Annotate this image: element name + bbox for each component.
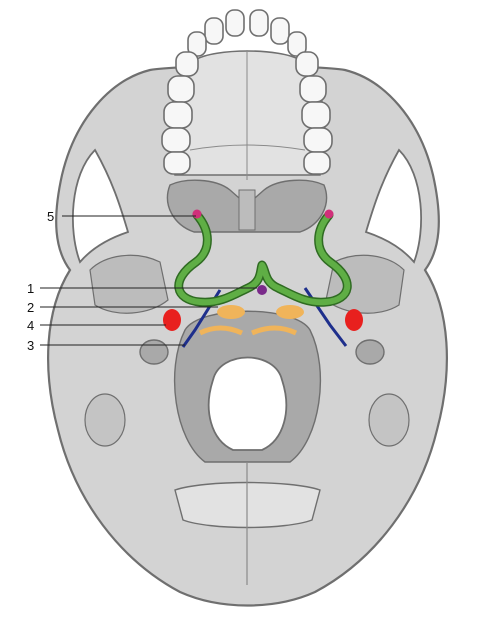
tooth [300, 76, 326, 102]
left-greater-wing [90, 255, 168, 313]
callout-label-2: 2 [27, 300, 34, 315]
left-condyle [140, 340, 168, 364]
foramen-magnum [209, 358, 287, 451]
right-orange-structure [276, 305, 304, 319]
right-mastoid [369, 394, 409, 446]
tooth [205, 18, 223, 44]
left-pink-dot [193, 210, 202, 219]
callout-label-5: 5 [47, 209, 54, 224]
tooth [296, 52, 318, 76]
central-purple-dot [257, 285, 267, 295]
right-pink-dot [325, 210, 334, 219]
tooth [162, 128, 190, 152]
tooth [164, 102, 192, 128]
left-red-structure [163, 309, 181, 331]
tooth [250, 10, 268, 36]
tooth [168, 76, 194, 102]
callout-label-1: 1 [27, 281, 34, 296]
tooth [302, 102, 330, 128]
right-red-structure [345, 309, 363, 331]
tooth [164, 152, 190, 174]
vomer [239, 190, 255, 230]
tooth [304, 152, 330, 174]
callout-label-3: 3 [27, 338, 34, 353]
tooth [176, 52, 198, 76]
tooth [226, 10, 244, 36]
right-condyle [356, 340, 384, 364]
left-mastoid [85, 394, 125, 446]
tooth [304, 128, 332, 152]
tooth [271, 18, 289, 44]
left-orange-structure [217, 305, 245, 319]
callout-label-4: 4 [27, 318, 34, 333]
